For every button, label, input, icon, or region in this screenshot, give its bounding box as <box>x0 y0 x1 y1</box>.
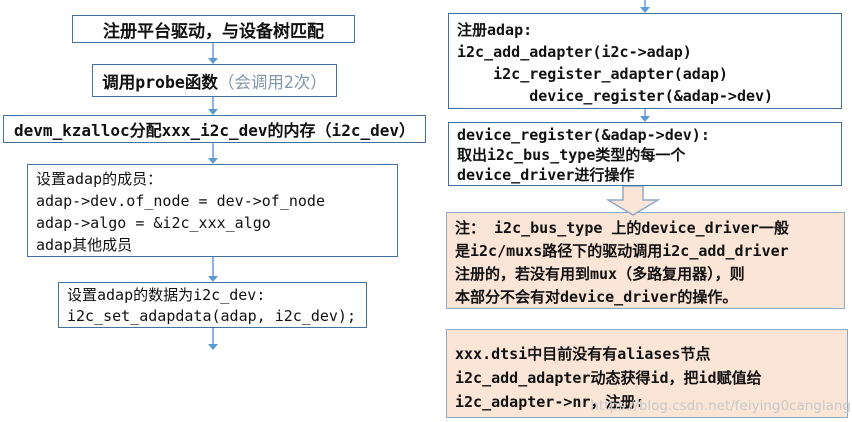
box-line: 注册adap: <box>457 21 533 39</box>
box-line: device_driver进行操作 <box>457 166 635 184</box>
box-text: devm_kzalloc分配xxx_i2c_dev的内存（i2c_dev） <box>14 121 415 140</box>
box-register-platform-driver: 注册平台驱动，与设备树匹配 <box>72 15 355 43</box>
box-line: 注册的，若没有用到mux（多路复用器），则 <box>455 265 745 283</box>
box-line: adap其他成员 <box>36 236 133 254</box>
arrow-shaft <box>212 43 214 58</box>
box-text-note: （会调用2次） <box>217 72 327 92</box>
arrow-l1-to-l2 <box>208 43 218 64</box>
box-line: 本部分不会有对device_driver的操作。 <box>455 288 738 306</box>
box-line: device_register(&adap->dev): <box>457 126 710 144</box>
box-line: 取出i2c_bus_type类型的每一个 <box>457 146 686 164</box>
arrow-shaft <box>212 97 214 109</box>
arrow-shaft <box>212 143 214 158</box>
box-line: adap->algo = &i2c_xxx_algo <box>36 214 271 232</box>
box-set-adapdata: 设置adap的数据为i2c_dev: i2c_set_adapdata(adap… <box>58 282 367 328</box>
box-device-register: device_register(&adap->dev): 取出i2c_bus_t… <box>448 122 842 186</box>
box-line: i2c_register_adapter(adap) <box>457 65 728 83</box>
arrow-into-r1 <box>640 0 650 13</box>
arrow-l3-to-l4 <box>208 143 218 164</box>
box-line: 设置adap的数据为i2c_dev: <box>67 286 266 304</box>
box-line: adap->dev.of_node = dev->of_node <box>36 192 325 210</box>
arrow-l2-to-l3 <box>208 97 218 115</box>
block-arrow-down-icon <box>606 186 660 216</box>
box-call-probe: 调用probe函数（会调用2次） <box>92 64 337 97</box>
box-text: 注册平台驱动，与设备树匹配 <box>103 21 324 42</box>
note-dtsi-aliases: xxx.dtsi中目前没有有aliases节点 i2c_add_adapter动… <box>446 329 848 418</box>
box-line: 注： i2c_bus_type 上的device_driver一般 <box>455 219 789 237</box>
arrow-r1-to-r2 <box>640 109 650 122</box>
box-line: i2c_set_adapdata(adap, i2c_dev); <box>67 307 356 325</box>
box-line: i2c_adapter->nr，注册: <box>455 393 645 411</box>
box-line: 是i2c/muxs路径下的驱动调用i2c_add_driver <box>455 242 789 260</box>
arrow-shaft <box>644 0 646 7</box>
box-line: i2c_add_adapter(i2c->adap) <box>457 43 692 61</box>
watermark: https://blog.csdn.net/feiying0canglang <box>590 398 851 414</box>
box-devm-kzalloc: devm_kzalloc分配xxx_i2c_dev的内存（i2c_dev） <box>3 115 426 143</box>
arrow-shaft <box>212 328 214 344</box>
arrow-l5-continue <box>208 328 218 350</box>
note-device-driver: 注： i2c_bus_type 上的device_driver一般 是i2c/m… <box>446 212 845 309</box>
box-text: 调用probe函数 <box>102 72 218 92</box>
box-line: 设置adap的成员： <box>36 170 163 188</box>
arrow-shaft <box>644 109 646 116</box>
box-register-adap: 注册adap: i2c_add_adapter(i2c->adap) i2c_r… <box>448 13 842 109</box>
arrow-l4-to-l5 <box>208 257 218 282</box>
box-set-adap-members: 设置adap的成员： adap->dev.of_node = dev->of_n… <box>27 164 398 257</box>
box-line: i2c_add_adapter动态获得id，把id赋值给 <box>455 369 762 387</box>
arrow-down-icon <box>208 344 218 350</box>
box-line: xxx.dtsi中目前没有有aliases节点 <box>455 345 711 363</box>
box-line: device_register(&adap->dev) <box>457 87 774 105</box>
arrow-shaft <box>212 257 214 276</box>
